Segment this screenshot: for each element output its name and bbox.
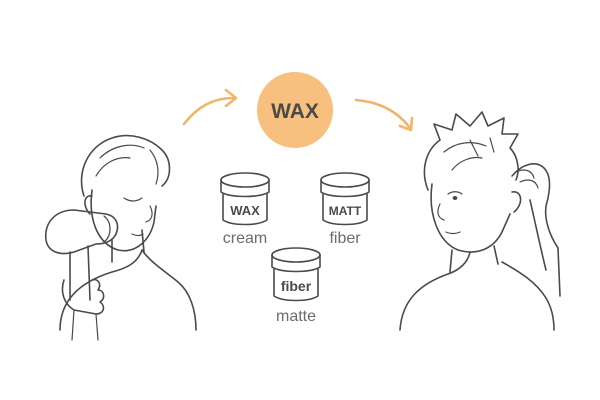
arrow-right-icon-2 xyxy=(354,98,414,132)
jar-caption: cream xyxy=(223,230,267,247)
wax-jar-matte: fiber matte xyxy=(271,247,321,325)
jar-caption: fiber xyxy=(329,230,361,247)
wax-badge-label: WAX xyxy=(271,100,319,123)
eye-pupil xyxy=(452,196,458,200)
man-before xyxy=(45,134,197,341)
wax-badge-circle xyxy=(257,72,333,148)
wax-jar-fiber: MATT fiber xyxy=(320,172,370,247)
jar-label: MATT xyxy=(329,204,362,218)
jar-caption: matte xyxy=(276,308,316,325)
jar-label: fiber xyxy=(281,278,312,294)
jar-label: WAX xyxy=(230,203,260,218)
wax-badge: WAX xyxy=(257,72,333,148)
arrow-right-icon xyxy=(182,88,238,126)
man-after xyxy=(399,111,561,331)
hair-dryer-icon xyxy=(45,209,119,341)
wax-jar-cream: WAX cream xyxy=(220,172,270,247)
